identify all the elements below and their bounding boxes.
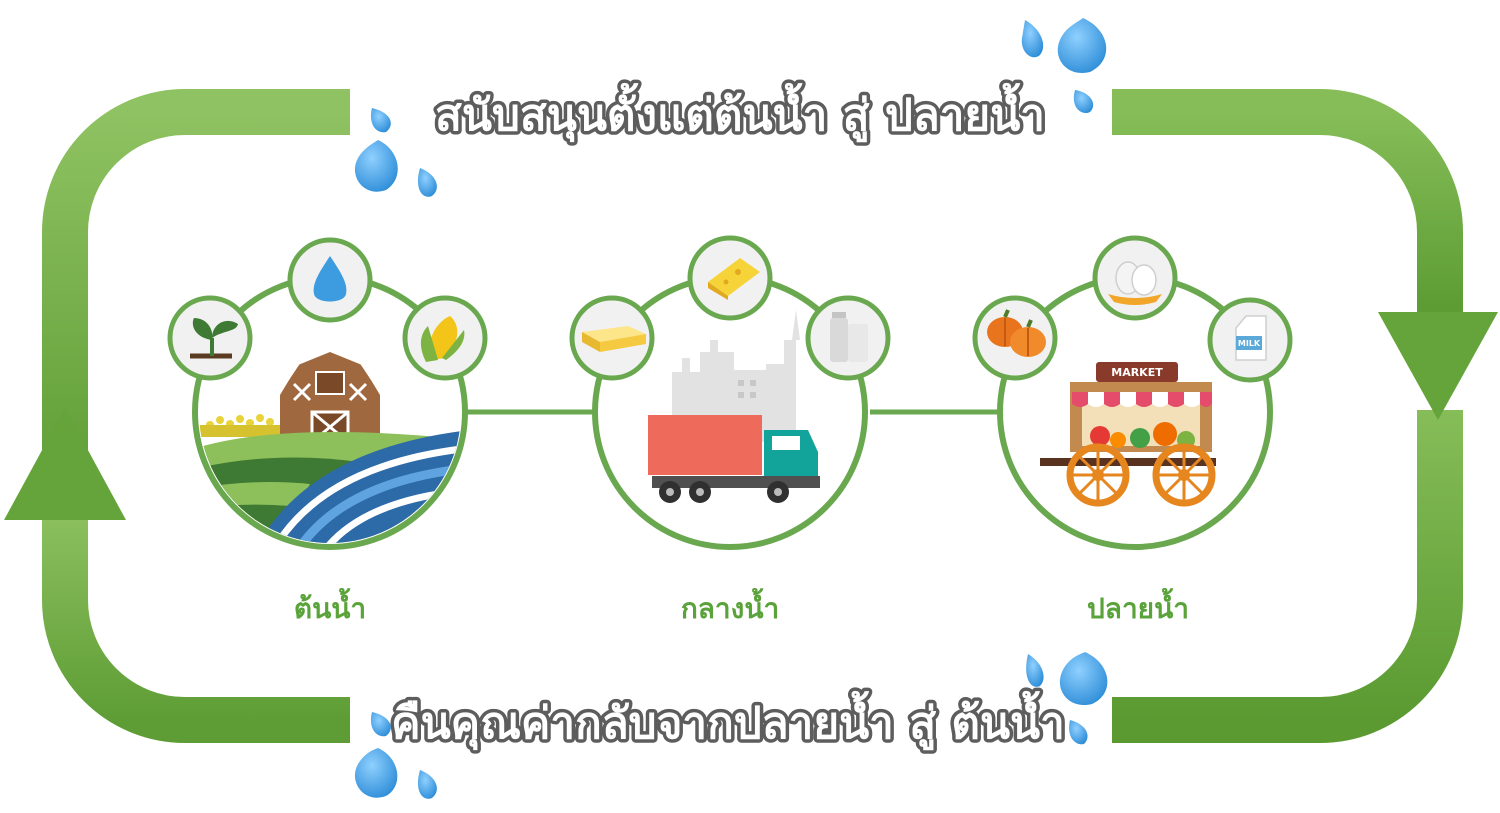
water-droplets [354,18,1108,799]
milk-label: MILK [1238,339,1261,348]
stage-downstream: MARKET [972,235,1293,625]
cheese-icon [708,258,760,300]
corn-icon [420,316,465,362]
pumpkin-icon [987,309,1046,357]
water-splash-icon [1073,90,1094,114]
market-cart-icon: MARKET [1040,362,1216,507]
bottles-icon [830,312,868,362]
seedling-icon [190,318,238,359]
water-splash-icon [370,712,391,737]
stage-label-downstream: ปลายน้ำ [1087,587,1189,625]
water-splash-icon [354,140,398,192]
water-splash-icon [1069,720,1088,745]
stage-upstream: ต้นน้ำ [167,237,488,625]
right-cycle-arrow-lower-band [1112,410,1463,743]
stage-label-upstream: ต้นน้ำ [294,587,366,625]
bottom-banner: คืนคุณค่ากลับจากปลายน้ำ สู่ ต้นน้ำ [350,687,1112,755]
stage-label-midstream: กลางน้ำ [681,587,779,625]
water-splash-icon [1021,20,1044,58]
milk-carton-icon: MILK [1235,315,1267,361]
top-banner: สนับสนุนตั้งแต่ต้นน้ำ สู่ ปลายน้ำ [350,79,1112,147]
stage-midstream: กลางน้ำ [569,235,891,625]
water-splash-icon [417,168,437,197]
eggs-icon [1108,261,1162,305]
bottom-banner-text: คืนคุณค่ากลับจากปลายน้ำ สู่ ต้นน้ำ [391,690,1065,751]
up-arrow-head [4,408,126,520]
water-splash-icon [354,748,398,798]
left-cycle-arrow-band [42,89,350,500]
cart-wheel-icon [1066,443,1130,507]
cart-wheel-icon [1152,443,1216,507]
factory-truck-icon [648,310,820,503]
water-splash-icon [417,770,437,799]
water-splash-icon [1057,18,1107,73]
water-splash-icon [1059,652,1108,706]
water-drop-icon [313,256,347,302]
market-sign: MARKET [1111,366,1163,379]
water-splash-icon [370,108,391,133]
right-cycle-arrow-band [1112,89,1463,320]
butter-icon [582,326,646,352]
cycle-arrows [4,89,1498,743]
left-cycle-arrow-lower-band [42,500,350,743]
down-arrow-head [1378,312,1498,420]
water-splash-icon [1026,654,1044,687]
top-banner-text: สนับสนุนตั้งแต่ต้นน้ำ สู่ ปลายน้ำ [435,82,1045,143]
